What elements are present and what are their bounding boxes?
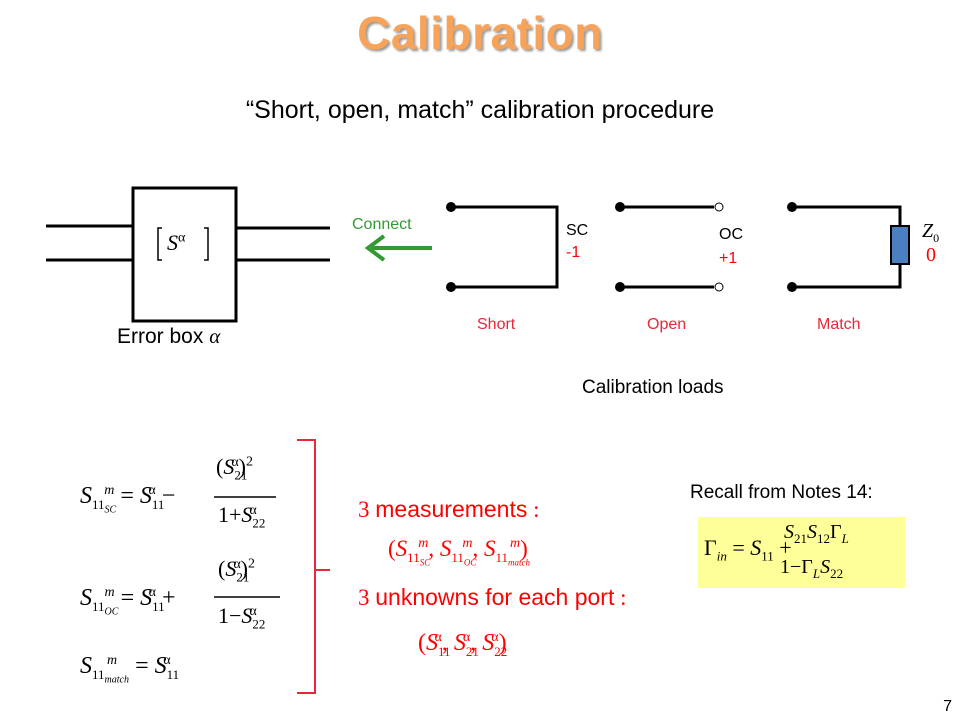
short-label: Short <box>477 316 516 333</box>
page-number: 7 <box>943 698 952 715</box>
slide-title: Calibration <box>357 7 603 59</box>
short-load <box>446 202 559 292</box>
short-value: -1 <box>566 244 581 261</box>
equation-sc-numerator: (S21α)2 <box>216 454 253 483</box>
equation-bracket <box>297 439 330 694</box>
connect-arrow-icon <box>364 234 432 262</box>
match-impedance: Z0 <box>922 220 940 245</box>
resistor-icon <box>890 225 910 265</box>
recall-formula-denominator: 1−ΓLS22 <box>780 556 844 581</box>
short-tag: SC <box>566 222 589 239</box>
measurements-tuple: (S11SCm, S11OCm, S11matchm) <box>388 536 531 568</box>
recall-formula-lhs: Γin = S11 + <box>704 535 792 564</box>
unknowns-tuple: (S11α, S21α, S22α) <box>418 630 508 659</box>
equation-sc-denominator: 1+S22α <box>218 502 266 531</box>
match-label: Match <box>817 316 861 333</box>
match-value: 0 <box>926 244 936 266</box>
open-value: +1 <box>719 250 738 267</box>
connect-label: Connect <box>352 216 412 233</box>
equation-sc: S11SCm = S11α − <box>80 483 176 516</box>
equation-oc-numerator: (S21α)2 <box>218 556 255 585</box>
recall-formula-numerator: S21S12ΓL <box>784 521 849 546</box>
recall-label: Recall from Notes 14: <box>690 482 873 503</box>
equation-oc: S11OCm = S11α + <box>80 585 176 618</box>
open-tag: OC <box>719 226 743 243</box>
unknowns-heading: 3 unknowns for each port : <box>358 584 627 610</box>
open-load <box>615 202 724 292</box>
error-box <box>46 186 330 323</box>
equation-oc-denominator: 1−S22α <box>218 603 266 632</box>
measurements-heading: 3 measurements : <box>358 496 540 522</box>
slide-subtitle: “Short, open, match” calibration procedu… <box>245 96 715 124</box>
open-label: Open <box>647 316 687 333</box>
calibration-loads-caption: Calibration loads <box>582 377 724 398</box>
equation-match: S11matchm = S11α <box>80 653 180 686</box>
error-matrix: Sα <box>167 230 186 255</box>
recall-formula-box <box>698 517 905 588</box>
error-box-label: Error box α <box>117 324 221 348</box>
match-load <box>787 202 910 292</box>
